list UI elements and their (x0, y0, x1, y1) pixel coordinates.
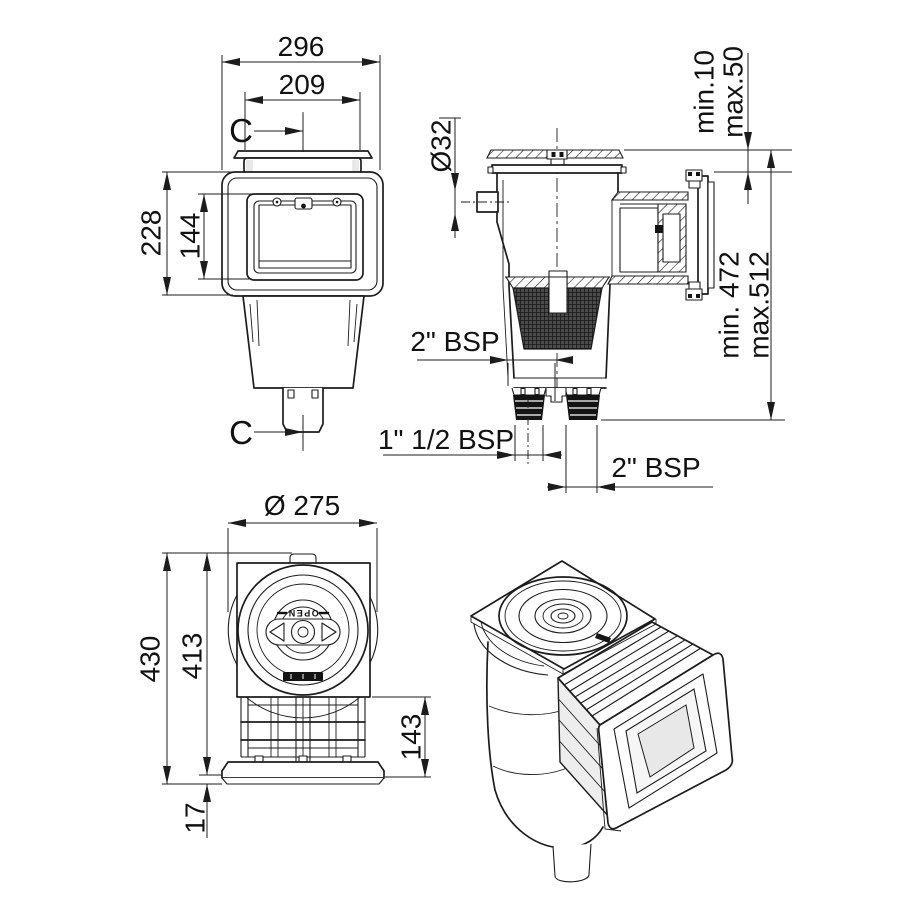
dim-lid-diameter: Ø 275 (227, 490, 378, 612)
dim-body-height-front: 413 (177, 553, 222, 776)
weir-clip (294, 197, 313, 210)
dim-lip-min-label: min.10 (689, 50, 720, 134)
basket-center-tube (548, 270, 568, 314)
front-lid-collar (243, 157, 362, 174)
section-label-bottom: C (229, 414, 253, 451)
iso-faceplate (596, 652, 734, 832)
lid-latch (546, 149, 568, 160)
dim-window-height: 144 (175, 193, 252, 280)
lid-open-label: OPEN (287, 608, 319, 618)
tank-wall-right (605, 172, 619, 379)
bottom-ports (511, 377, 607, 420)
dim-total-height: min. 472 max.512 (601, 150, 785, 421)
dim-lid-diameter-label: Ø 275 (264, 490, 340, 521)
mouth-grate (240, 696, 366, 763)
mouth-flange (221, 761, 385, 785)
dim-lip-depth: min.10 max.50 (624, 46, 792, 204)
dim-port-diameter: Ø32 (426, 117, 461, 238)
dim-lip-thickness: 17 (180, 784, 211, 838)
dim-height-min-label: min. 472 (714, 251, 745, 358)
iso-lid-mark (595, 633, 611, 643)
iso-collar (473, 623, 549, 676)
dim-top-port: 2" BSP (410, 326, 573, 401)
dim-body-height-front-label: 413 (177, 633, 208, 680)
front-lid-plate (233, 150, 373, 159)
throat-bottom-wall (607, 275, 689, 285)
iso-bottom-port (552, 843, 592, 883)
faceplate-assembly (685, 169, 715, 301)
dim-grate-height-label: 143 (396, 714, 427, 761)
dim-total-height-front: 430 (135, 552, 292, 785)
iso-grate-fins (563, 626, 702, 717)
section-view: Ø32 min.10 max.50 min. 472 max.512 (378, 46, 792, 493)
round-lid: OPEN (237, 564, 369, 696)
top-view: OPEN (135, 490, 431, 838)
dim-port-diameter-label: Ø32 (426, 120, 457, 173)
label-top-port: 2" BSP (410, 326, 499, 357)
dim-total-height-label: 430 (135, 636, 166, 683)
dim-window-height-label: 144 (175, 213, 206, 260)
section-cut-top: C (229, 112, 304, 152)
basket (504, 270, 611, 350)
front-lower-body (242, 295, 365, 389)
dim-body-height: 228 (136, 171, 248, 296)
plate-tab (289, 553, 317, 563)
dim-body-height-label: 228 (136, 210, 167, 257)
dim-bottom-left-port: 1" 1/2 BSP (378, 399, 562, 467)
section-label-top: C (229, 112, 253, 149)
dim-overall-width-label: 296 (278, 31, 325, 62)
dim-lid-width-label: 209 (279, 69, 326, 100)
tank-rim (491, 164, 623, 174)
dim-height-max-label: max.512 (744, 251, 775, 358)
dim-lip-thickness-label: 17 (180, 802, 211, 833)
dim-bottom-right-port: 2" BSP (547, 425, 713, 493)
dim-lid-width: 209 (244, 69, 361, 150)
label-bottom-left-port: 1" 1/2 BSP (378, 424, 514, 455)
dim-grate-height: 143 (372, 696, 431, 778)
dim-lip-max-label: max.50 (718, 46, 749, 138)
basket-mesh (512, 287, 603, 350)
throat-top-wall (610, 191, 689, 201)
front-view: 296 209 228 144 C (136, 31, 384, 452)
collar-arc-left (227, 594, 238, 666)
isometric-view (470, 560, 734, 883)
label-bottom-right-port: 2" BSP (611, 452, 700, 483)
dim-overall-width: 296 (221, 31, 381, 170)
section-cut-bottom: C (229, 414, 304, 451)
front-weir-door (258, 204, 352, 269)
collar-arc-right (369, 596, 379, 664)
iso-round-lid (498, 576, 628, 656)
throat-inner (619, 207, 659, 273)
tank-wall-left (496, 172, 515, 379)
